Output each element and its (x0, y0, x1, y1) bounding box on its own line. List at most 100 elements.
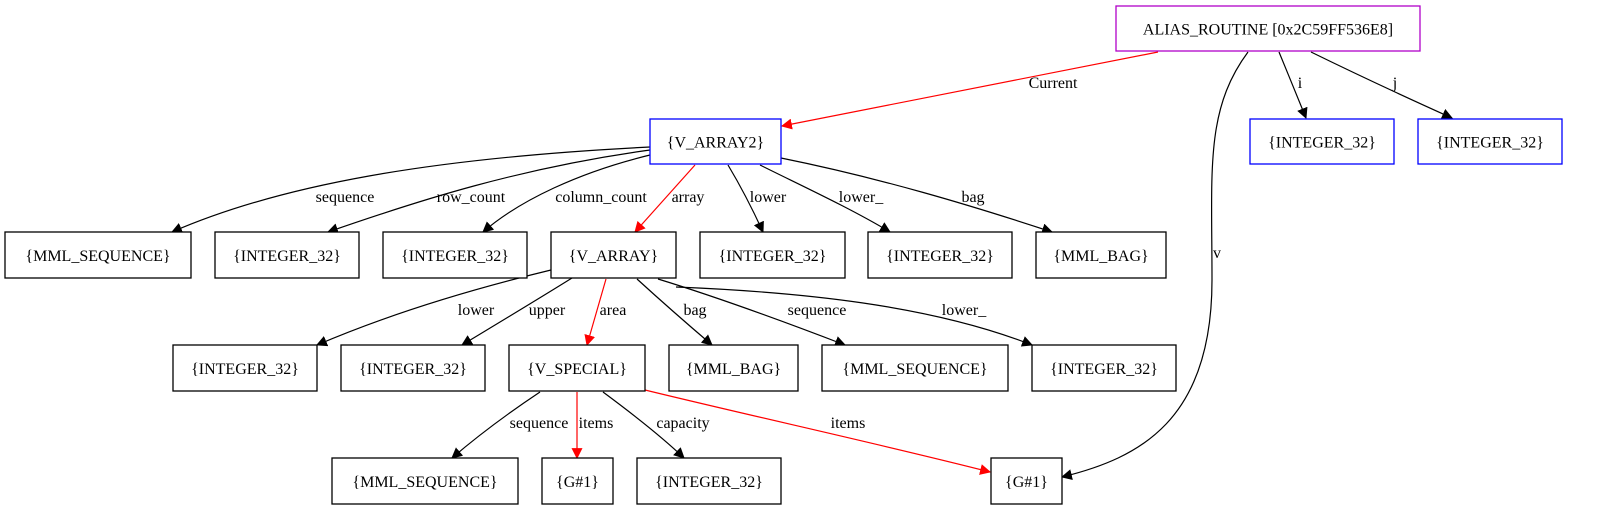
node-box (649, 118, 782, 165)
node-box (1249, 118, 1395, 165)
edge-line (1310, 51, 1454, 119)
node-box (1417, 118, 1563, 165)
node-label: {INTEGER_32} (191, 361, 299, 378)
edge-capacity: capacity (602, 391, 710, 459)
edge-label: lower (750, 189, 787, 206)
edge-label: lower_ (839, 189, 884, 206)
node-label: {V_ARRAY2} (667, 135, 764, 152)
node-label: {INTEGER_32} (401, 248, 509, 265)
edge-bag1: bag (780, 157, 1054, 235)
node-box (821, 344, 1009, 392)
edge-line (644, 389, 992, 475)
edge-line (602, 391, 685, 459)
edge-label: i (1298, 75, 1303, 92)
edge-line (780, 51, 1159, 130)
node-box (668, 344, 799, 392)
edge-label: items (831, 415, 866, 432)
node-label: {MML_SEQUENCE} (25, 248, 170, 265)
edge-j: j (1310, 51, 1454, 119)
edge-items2: items (644, 389, 992, 475)
node-label: {INTEGER_32} (655, 474, 763, 491)
edge-label: bag (961, 189, 984, 206)
edge-i: i (1278, 51, 1308, 120)
edge-line (1278, 51, 1308, 120)
node-box (331, 457, 519, 505)
node-label: {INTEGER_32} (886, 248, 994, 265)
node-label: {INTEGER_32} (719, 248, 827, 265)
edge-line (675, 286, 1034, 347)
edge-label: area (600, 302, 627, 319)
node-label: {V_SPECIAL} (527, 361, 627, 378)
edge-label: lower_ (942, 302, 987, 319)
edge-v: v (1060, 51, 1249, 480)
node-seq3: {MML_SEQUENCE} (331, 457, 519, 505)
node-label: {INTEGER_32} (1436, 135, 1544, 152)
edge-lower1: lower (727, 164, 787, 233)
node-bag1: {MML_BAG} (1035, 231, 1167, 279)
edge-column-count: column_count (482, 154, 651, 233)
edge-line (482, 154, 651, 233)
node-cap: {INTEGER_32} (636, 457, 782, 505)
node-varray2: {V_ARRAY2} (649, 118, 782, 165)
edge-label: bag (683, 302, 706, 319)
node-box (508, 344, 646, 392)
edge-sequence1: sequence (170, 146, 651, 234)
node-lower1: {INTEGER_32} (699, 231, 846, 279)
edge-row-count: row_count (326, 149, 651, 234)
edge-lower2: lower (315, 269, 552, 347)
edge-label: column_count (555, 189, 647, 206)
node-box (382, 231, 528, 279)
node-box (541, 457, 614, 505)
node-rowc: {INTEGER_32} (214, 231, 360, 279)
node-g1b: {G#1} (990, 457, 1063, 505)
edge-array: array (634, 164, 705, 233)
edge-line (461, 277, 573, 346)
edge-label: array (672, 189, 705, 206)
edge-sequence3: sequence (451, 391, 568, 459)
edge-label: upper (529, 302, 566, 319)
node-label: {INTEGER_32} (1268, 135, 1376, 152)
edge-upper2: upper (461, 277, 573, 346)
edge-label: j (1392, 75, 1397, 92)
node-label: {G#1} (1005, 474, 1048, 491)
edge-area: area (584, 278, 627, 347)
node-box (636, 457, 782, 505)
edge-label: lower (458, 302, 495, 319)
edge-line (315, 269, 552, 347)
edge-label: sequence (788, 302, 847, 319)
edge-line (780, 157, 1054, 235)
edge-label: sequence (316, 189, 375, 206)
node-g1a: {G#1} (541, 457, 614, 505)
node-colc: {INTEGER_32} (382, 231, 528, 279)
node-int_j: {INTEGER_32} (1417, 118, 1563, 165)
node-bag2: {MML_BAG} (668, 344, 799, 392)
node-label: {G#1} (556, 474, 599, 491)
edge-lower_2: lower_ (675, 286, 1034, 347)
edge-line (451, 391, 541, 459)
edge-label: items (579, 415, 614, 432)
edge-line (326, 149, 651, 234)
edge-items1: items (571, 392, 614, 460)
node-upper2: {INTEGER_32} (340, 344, 486, 392)
node-seq2: {MML_SEQUENCE} (821, 344, 1009, 392)
node-box (1115, 5, 1421, 52)
node-box (214, 231, 360, 279)
edge-line (634, 164, 696, 233)
node-box (340, 344, 486, 392)
edge-bag2: bag (636, 278, 713, 346)
node-int_i: {INTEGER_32} (1249, 118, 1395, 165)
edge-line (727, 164, 764, 233)
node-box (172, 344, 318, 392)
node-box (4, 231, 192, 279)
edge-lower_1: lower_ (759, 164, 891, 233)
node-box (1031, 344, 1177, 392)
node-box (699, 231, 846, 279)
edge-label: capacity (656, 415, 709, 432)
node-label: {INTEGER_32} (359, 361, 467, 378)
node-root: ALIAS_ROUTINE [0x2C59FF536E8] (1115, 5, 1421, 52)
node-box (867, 231, 1013, 279)
edge-line (636, 278, 713, 346)
node-lower_1: {INTEGER_32} (867, 231, 1013, 279)
